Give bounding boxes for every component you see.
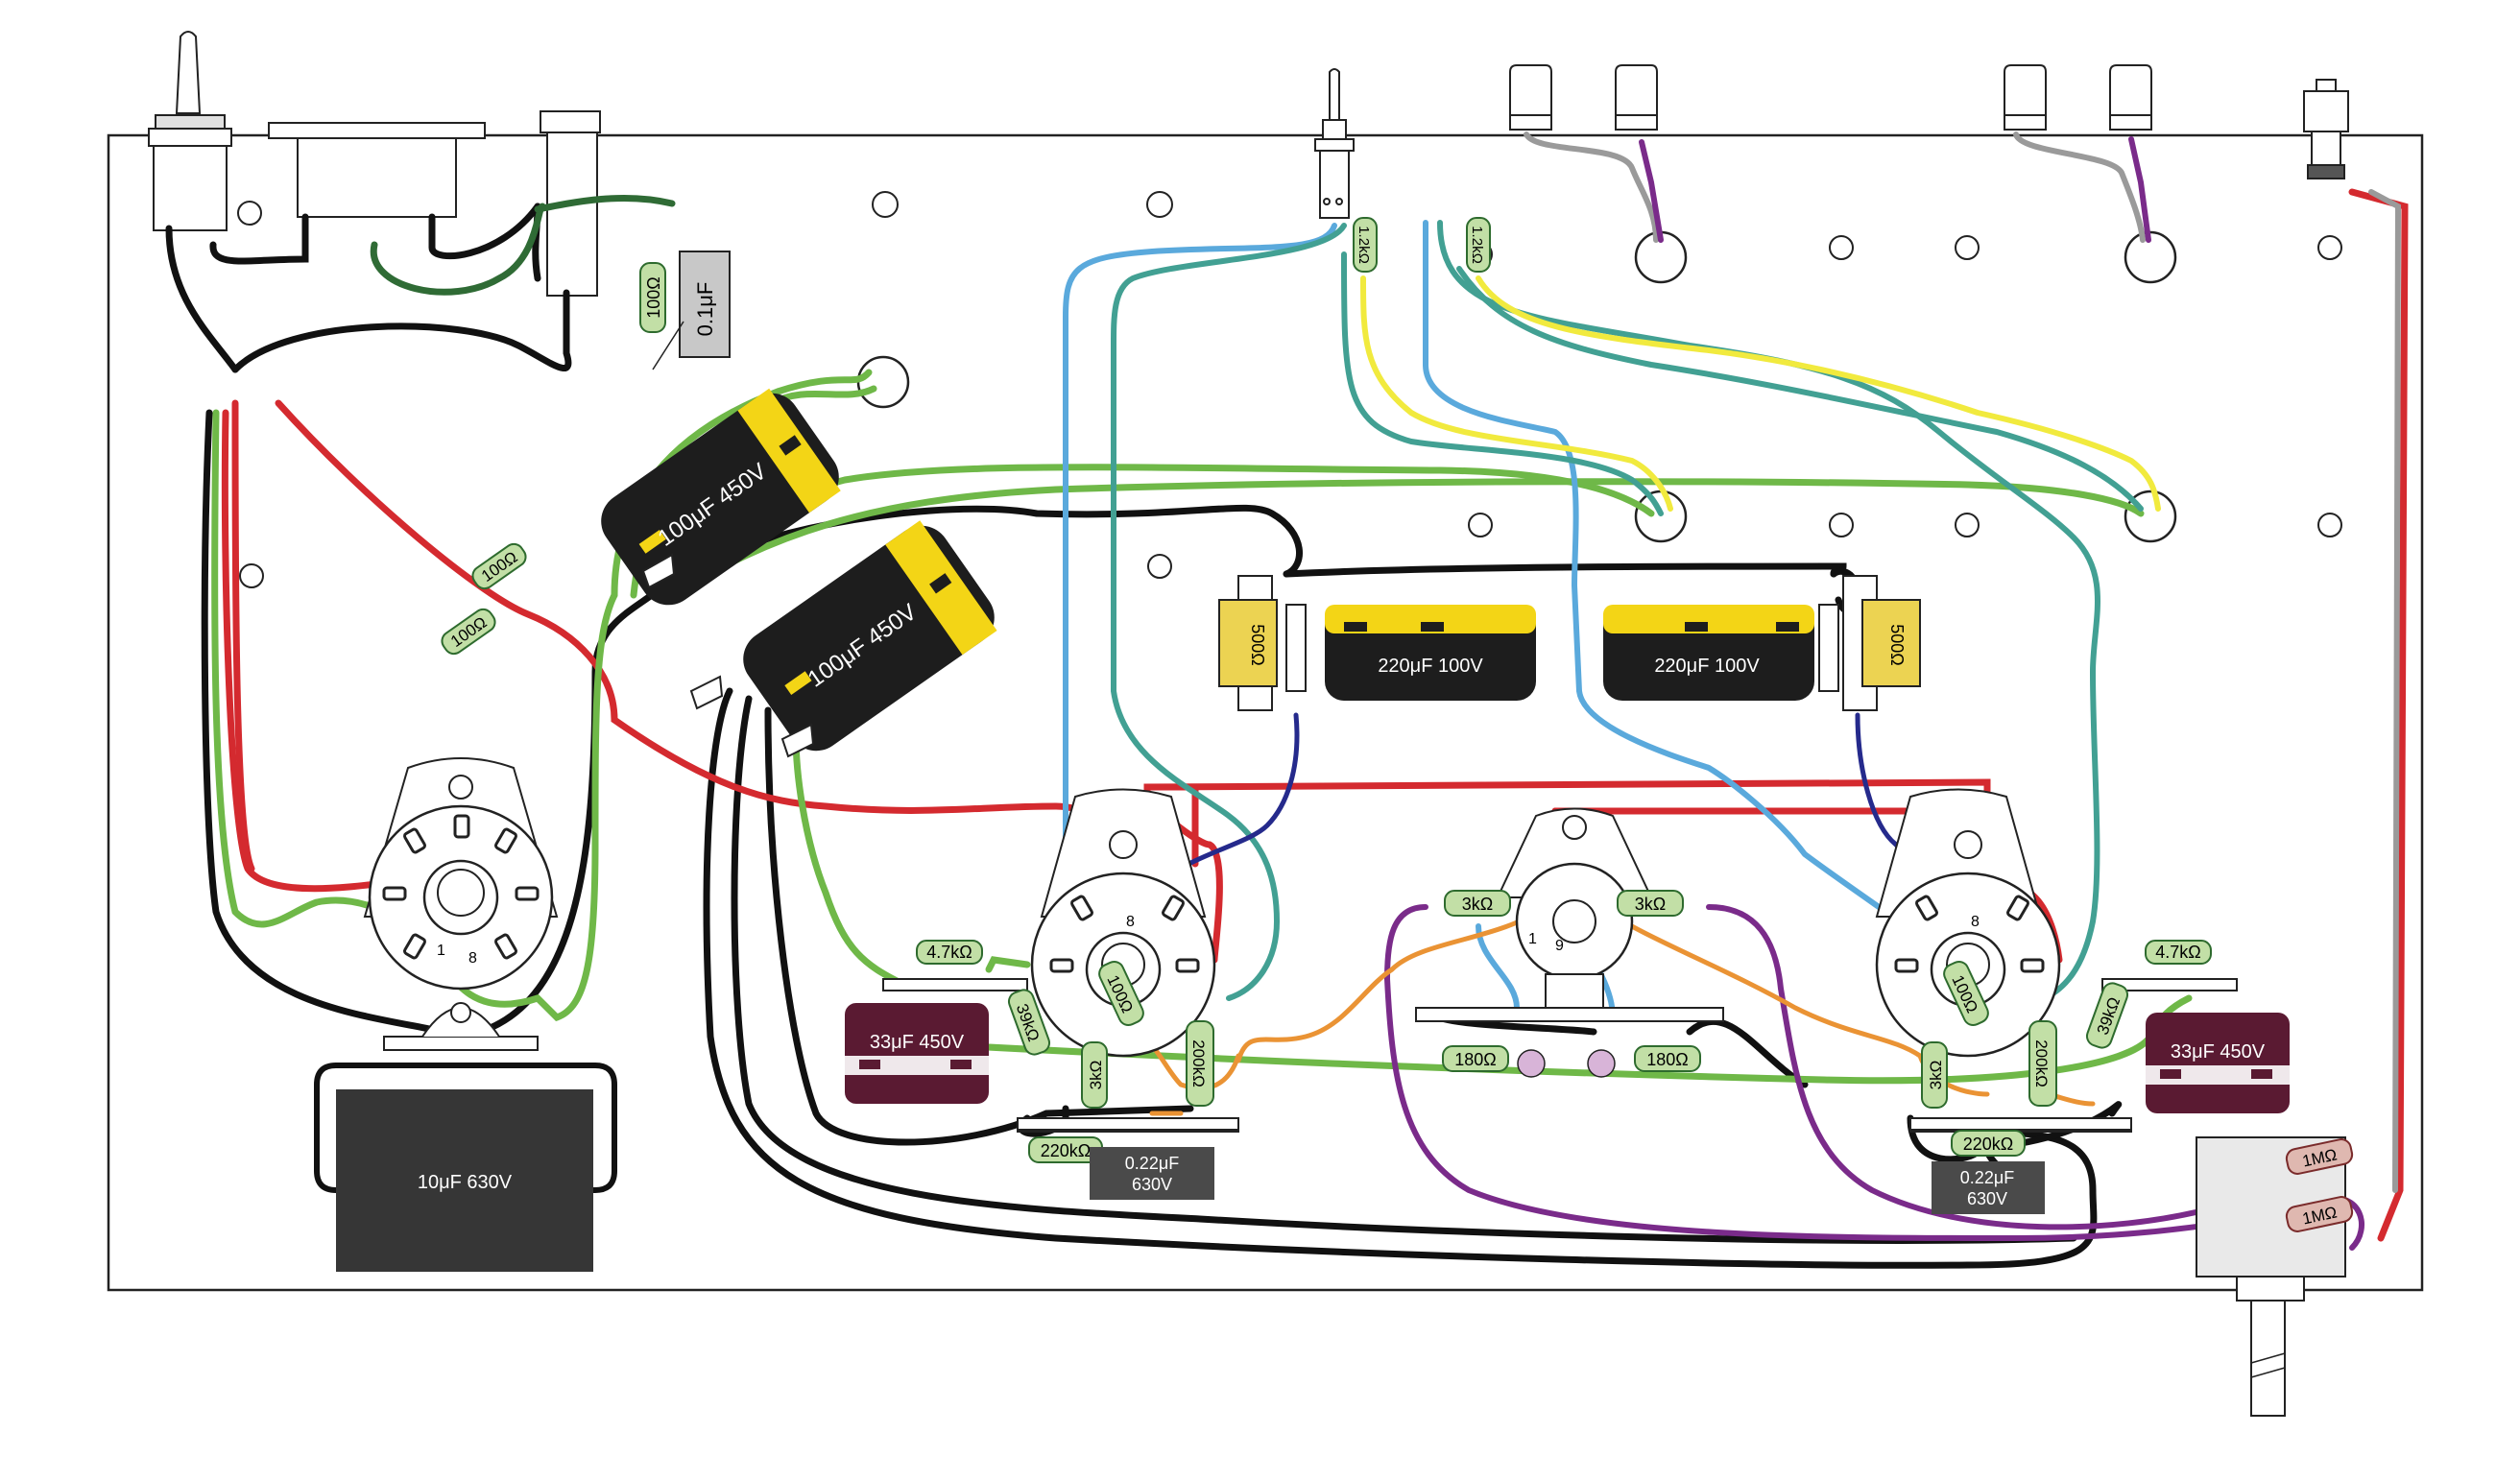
- resistor-1-2k-a: 1.2kΩ: [1353, 217, 1378, 273]
- r-12k-a-label: 1.2kΩ: [1356, 226, 1372, 264]
- c-01uf-label: 0.1μF: [693, 282, 717, 337]
- r-3k-mid-a-label: 3kΩ: [1462, 895, 1493, 914]
- capacitor-0-22uf-b: 0.22μF 630V: [1932, 1161, 2045, 1214]
- component-terminal-strips: [882, 946, 2238, 1131]
- resistor-220k-b: 220kΩ: [1951, 1130, 2026, 1157]
- r-100-top-label: 100Ω: [644, 276, 663, 319]
- gray-wires: [1524, 131, 2402, 1193]
- resistor-180-b: 180Ω: [1634, 1045, 1701, 1072]
- r-200k-b-label: 200kΩ: [2032, 1039, 2051, 1087]
- r-180-a-label: 180Ω: [1454, 1050, 1497, 1069]
- black-wires: [165, 203, 2123, 1269]
- potentiometer-icon[interactable]: [2196, 1136, 2346, 1417]
- capacitor-33uf-a: 33μF 450V: [845, 1003, 989, 1104]
- cap-022-a-label-2: 630V: [1132, 1175, 1172, 1194]
- resistor-1m-a: 1MΩ: [2285, 1138, 2354, 1175]
- pin8-right-label: 8: [1971, 914, 1980, 930]
- red-wires: [221, 188, 2409, 1242]
- cap-022-b-label-2: 630V: [1967, 1189, 2007, 1208]
- snubber-capacitor: 0.1μF: [652, 251, 731, 370]
- filter-capacitor-2: 100μF 450V: [743, 520, 997, 752]
- octal-socket-icon: 1 8: [363, 757, 559, 1051]
- r-12k-b-label: 1.2kΩ: [1469, 226, 1485, 264]
- resistor-100-top: 100Ω: [639, 262, 666, 333]
- resistor-3k-mid-a: 3kΩ: [1444, 890, 1511, 917]
- resistor-pair-100: 100Ω 100Ω: [441, 542, 527, 656]
- capacitor-0-22uf-a: 0.22μF 630V: [1090, 1147, 1214, 1200]
- cathode-bias-right: 220μF 100V 500Ω: [1603, 575, 1921, 711]
- ceramic-caps: [1517, 1049, 1616, 1078]
- r-47k-b-label: 4.7kΩ: [2155, 943, 2200, 962]
- resistor-3k-mid-b: 3kΩ: [1617, 890, 1684, 917]
- pin8-rect-label: 8: [468, 950, 477, 967]
- cap-220uf-a-label: 220μF 100V: [1378, 656, 1483, 677]
- r-3k-b-label: 3kΩ: [1927, 1061, 1945, 1090]
- chassis-outline: [107, 133, 2424, 1292]
- cap-33uf-a-label: 33μF 450V: [870, 1032, 965, 1053]
- toggle-switch-icon[interactable]: [148, 31, 232, 231]
- power-entry-icon: [268, 122, 486, 218]
- cap-33uf-b-label: 33μF 450V: [2171, 1041, 2266, 1063]
- teal-wires: [1111, 220, 2144, 1001]
- terminal-strip-icon: [641, 553, 815, 758]
- resistor-4-7k-a: 4.7kΩ: [916, 940, 983, 965]
- cap-220uf-b-label: 220μF 100V: [1654, 656, 1760, 677]
- filter-capacitor-10uf: 10μF 630V: [314, 1063, 617, 1272]
- cap-022-a-label-1: 0.22μF: [1125, 1154, 1179, 1173]
- r-3k-a-label: 3kΩ: [1087, 1061, 1105, 1090]
- resistor-100-grid-b: 100Ω: [1943, 960, 1989, 1027]
- input-jacks[interactable]: [1509, 64, 2152, 131]
- r-3k-mid-b-label: 3kΩ: [1635, 895, 1666, 914]
- resistor-220k-a: 220kΩ: [1028, 1136, 1103, 1163]
- r-220k-a-label: 220kΩ: [1041, 1141, 1092, 1160]
- cathode-bias-left: 500Ω 220μF 100V: [1218, 575, 1536, 711]
- standby-switch-icon[interactable]: [1314, 68, 1355, 219]
- resistor-39k-b: 39kΩ: [2085, 982, 2129, 1049]
- pin1-mid-label: 1: [1528, 931, 1537, 947]
- filter-capacitor-1: 100μF 450V: [601, 388, 841, 606]
- capacitor-33uf-b: 33μF 450V: [2146, 1013, 2290, 1113]
- resistor-3k-a: 3kΩ: [1081, 1041, 1108, 1109]
- ww-500-b-label: 500Ω: [1887, 624, 1907, 666]
- r-220k-b-label: 220kΩ: [1963, 1135, 2014, 1154]
- darkgreen-wires: [370, 194, 676, 296]
- cap-022-b-label-1: 0.22μF: [1960, 1168, 2014, 1187]
- resistor-39k-a: 39kΩ: [1007, 989, 1051, 1056]
- resistor-4-7k-b: 4.7kΩ: [2145, 940, 2212, 965]
- jack-holes: [856, 230, 2177, 543]
- jack-icon[interactable]: [2303, 79, 2349, 179]
- resistor-200k-a: 200kΩ: [1186, 1020, 1214, 1107]
- noval-socket-icon: 1 9: [1415, 807, 1724, 1022]
- fuse-holder-icon: [540, 110, 601, 297]
- pin1-rect-label: 1: [437, 943, 445, 959]
- r-180-b-label: 180Ω: [1646, 1050, 1689, 1069]
- resistor-200k-b: 200kΩ: [2028, 1020, 2057, 1107]
- pin8-left-label: 8: [1126, 914, 1135, 930]
- resistor-1-2k-b: 1.2kΩ: [1466, 217, 1491, 273]
- resistor-180-a: 180Ω: [1442, 1045, 1509, 1072]
- yellow-wires: [1360, 275, 2161, 512]
- r-47k-a-label: 4.7kΩ: [926, 943, 972, 962]
- r-200k-a-label: 200kΩ: [1189, 1039, 1208, 1087]
- cap-10uf-label: 10μF 630V: [418, 1172, 513, 1193]
- pin9-mid-label: 9: [1555, 938, 1564, 954]
- resistor-1m-b: 1MΩ: [2285, 1196, 2354, 1232]
- ww-500-a-label: 500Ω: [1248, 624, 1267, 666]
- resistor-3k-b: 3kΩ: [1921, 1041, 1948, 1109]
